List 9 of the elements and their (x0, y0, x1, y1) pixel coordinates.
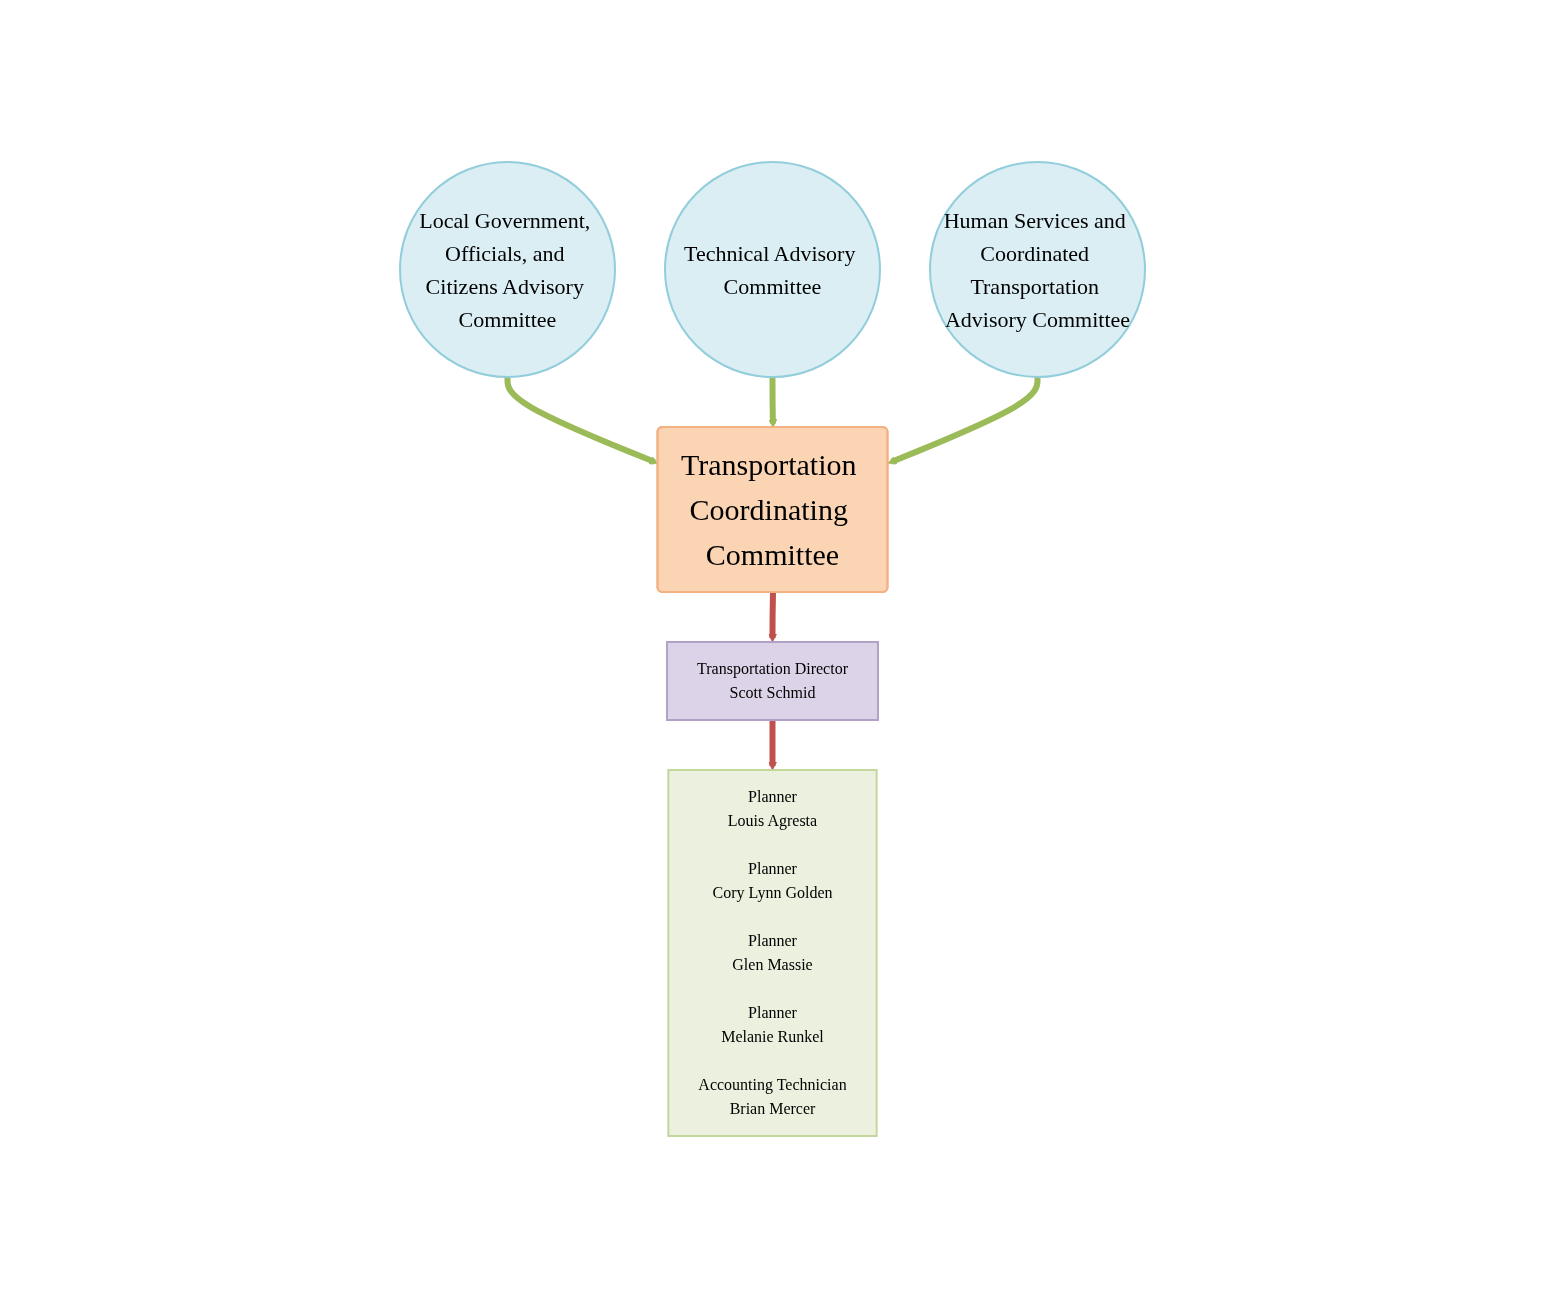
arrow (768, 377, 778, 428)
arrow (768, 720, 777, 771)
arrow (768, 592, 777, 643)
node-box: Planner Louis Agresta Planner Cory Lynn Golden Planner Glen Massie Planner Melanie Runkel Accounting Technician Brian Mercer (667, 769, 878, 1137)
node-circle: Human Services and Coordinated Transportation Advisory Committee (929, 161, 1146, 378)
node-box: Transportation Director Scott Schmid (666, 641, 879, 721)
node-circle: Technical Advisory Committee (664, 161, 881, 378)
node-circle: Local Government, Officials, and Citizens Advisory Committee (399, 161, 616, 378)
arrow (887, 377, 1041, 465)
